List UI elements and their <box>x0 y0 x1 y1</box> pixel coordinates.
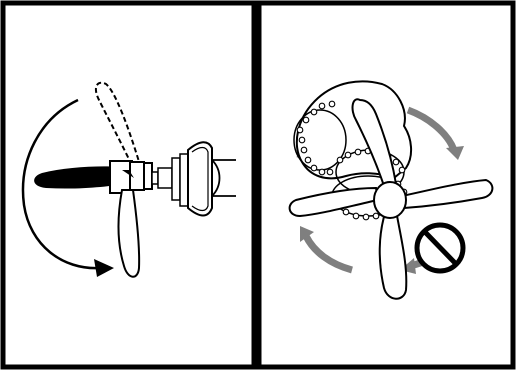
propeller-hub <box>110 161 152 193</box>
propeller-hub-center <box>374 182 406 218</box>
prohibited-sign-icon <box>417 225 463 271</box>
